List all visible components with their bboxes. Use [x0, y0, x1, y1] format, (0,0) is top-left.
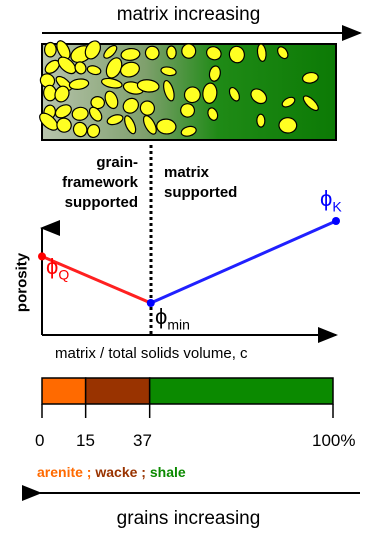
grain: [156, 118, 177, 135]
grain: [278, 117, 298, 134]
grain: [122, 97, 139, 114]
grain-framework-label: grain- framework supported: [48, 153, 138, 213]
grain: [160, 66, 177, 77]
grain: [250, 88, 268, 105]
grain: [139, 100, 156, 116]
grain: [72, 121, 88, 138]
grain: [43, 41, 57, 58]
grain: [106, 114, 124, 126]
grain: [144, 45, 160, 61]
porosity-point-min: [146, 299, 155, 307]
region-right-line2: supported: [164, 184, 238, 201]
grain: [84, 40, 101, 60]
tick-0: 0: [35, 431, 45, 450]
phi-k-label: ϕK: [320, 186, 342, 215]
grain: [163, 79, 175, 102]
phi-min-label: ϕmin: [155, 304, 190, 333]
scale-segment-1: [41, 377, 87, 405]
grain: [281, 96, 296, 108]
grain: [56, 117, 72, 133]
grain: [206, 46, 222, 61]
legend-wacke: wacke: [95, 464, 138, 480]
phi-k-sub: K: [332, 198, 342, 215]
y-axis-label: porosity: [13, 252, 31, 313]
grain: [136, 79, 160, 93]
grain: [54, 104, 72, 119]
tick-15: 15: [76, 431, 95, 450]
bottom-label: grains increasing: [116, 508, 261, 529]
grain: [142, 115, 157, 135]
legend-shale: shale: [149, 464, 186, 480]
porosity-point-Q: [38, 252, 46, 261]
grain: [183, 86, 201, 104]
legend-sep2: ;: [137, 464, 150, 480]
grain: [104, 90, 119, 110]
grain: [228, 45, 245, 64]
grain: [208, 65, 221, 82]
region-left-line1: grain-: [96, 154, 138, 171]
scale-segment-2: [84, 377, 151, 405]
x-axis-label: matrix / total solids volume, c: [55, 345, 248, 362]
grain: [54, 85, 70, 103]
grain: [277, 46, 289, 60]
grain: [202, 82, 218, 104]
rock-type-legend: arenite ; wacke ; shale: [37, 464, 186, 480]
grain: [119, 61, 140, 78]
porosity-point-K: [332, 217, 340, 225]
phi-q-sub: Q: [58, 266, 70, 283]
grain: [103, 44, 118, 59]
matrix-supported-label: matrix supported: [164, 163, 237, 203]
region-left-line3: supported: [64, 194, 138, 211]
legend-arenite: arenite: [37, 464, 83, 480]
grain: [124, 115, 137, 135]
scale-bar: [41, 377, 334, 418]
tick-100: 100%: [312, 431, 356, 450]
grain: [180, 125, 197, 137]
grain: [39, 112, 59, 131]
region-left-line2: framework: [62, 174, 138, 191]
grain: [88, 106, 103, 122]
grain: [256, 43, 267, 62]
grain: [100, 77, 123, 89]
grain: [302, 95, 319, 112]
tick-37: 37: [133, 431, 152, 450]
grain: [166, 45, 177, 60]
grain: [39, 73, 56, 89]
grain-matrix-panel: [39, 40, 337, 141]
phi-min-sub: min: [167, 316, 190, 333]
top-label: matrix increasing: [116, 4, 261, 25]
grain: [74, 61, 87, 75]
porosity-line-2: [150, 219, 337, 305]
grain: [256, 113, 266, 128]
legend-sep1: ;: [82, 464, 96, 480]
porosity-line-1: [41, 255, 152, 305]
grain: [71, 106, 89, 121]
phi-q-label: ϕQ: [46, 254, 70, 283]
grain: [181, 43, 197, 59]
scale-segment-3: [148, 377, 334, 405]
grain: [180, 103, 196, 118]
grain: [301, 71, 319, 84]
grain: [86, 65, 102, 76]
grain: [228, 86, 241, 102]
region-right-line1: matrix: [164, 164, 210, 181]
grain: [120, 47, 141, 61]
grain: [57, 56, 77, 75]
grain: [86, 123, 101, 139]
grain: [68, 78, 90, 90]
grain: [207, 107, 219, 121]
